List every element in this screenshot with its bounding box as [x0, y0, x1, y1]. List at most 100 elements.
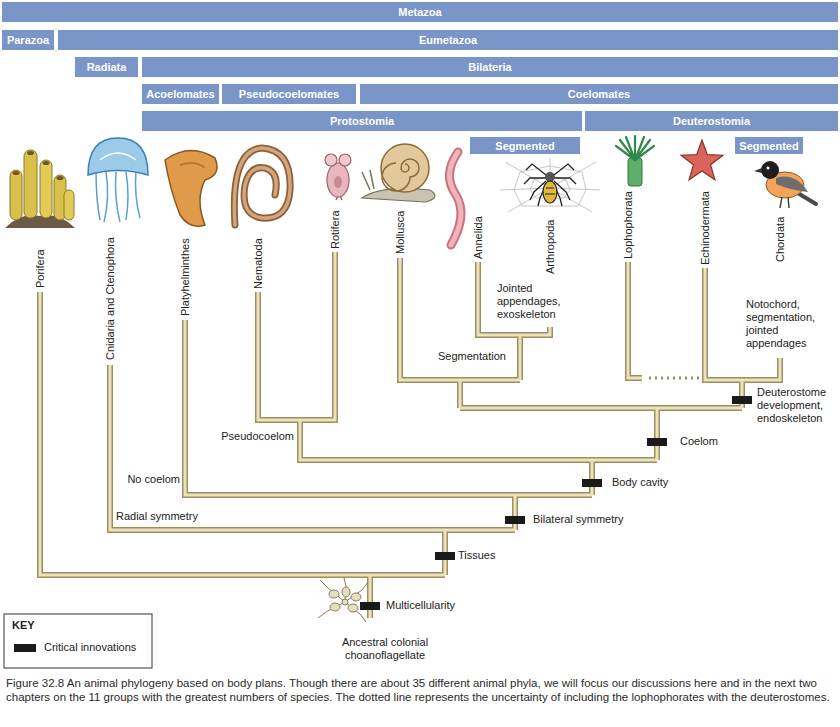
tree-outline-part [110, 365, 515, 530]
tree-fill-part [300, 420, 657, 460]
innovation-bar-part [505, 516, 525, 524]
jellyfish-illustration-part [96, 170, 140, 222]
choanoflagellate-illustration-part [318, 578, 368, 622]
legend-swatch [14, 644, 36, 652]
innovation-label: Body cavity [612, 476, 668, 489]
tree-fill-part [591, 460, 594, 495]
choanoflagellate-illustration-part [329, 587, 361, 612]
jellyfish-illustration-part [88, 138, 148, 175]
innovation-bar-part [582, 479, 602, 487]
tree-fill-part [514, 495, 517, 530]
bird-illustration-part [761, 161, 779, 179]
choanoflagellate-illustration-part-part [348, 604, 358, 612]
spider-illustration-part [500, 158, 600, 212]
tree-outline-part [517, 335, 523, 380]
trait-note: No coelom [118, 473, 180, 486]
jellyfish-illustration-part [100, 153, 136, 160]
taxon-band: Protostomia [142, 111, 582, 131]
phylum-name: Chordata [774, 217, 787, 262]
legend-text: Critical innovations [44, 641, 136, 654]
phylum-name: Porifera [34, 249, 47, 288]
taxon-band: Segmented [735, 137, 803, 154]
phylum-name: Lophophorata [622, 191, 635, 259]
band-label: Pseudocoelomates [239, 88, 339, 100]
snail-illustration [362, 144, 435, 202]
innovation-label: Deuterostome development, endoskeleton [757, 386, 837, 425]
tree-fill-part [519, 335, 522, 380]
flatworm-illustration [165, 150, 217, 226]
figure-caption: Figure 32.8 An animal phylogeny based on… [6, 676, 834, 704]
sponge-illustration-part [10, 170, 22, 220]
taxon-band: Segmented [470, 137, 580, 154]
innovation-bar-part [732, 396, 752, 404]
phylum-name: Rotifera [329, 210, 342, 249]
earthworm-illustration [449, 152, 460, 245]
spider-illustration-part [524, 164, 576, 206]
starfish-illustration-part [681, 140, 723, 180]
spider-illustration [500, 158, 600, 212]
lophophorate-illustration-part [616, 136, 654, 160]
choanoflagellate-illustration [318, 578, 368, 622]
trait-note: Pseudocoelom [214, 430, 294, 443]
taxon-band: Acoelomates [142, 84, 219, 104]
bird-illustration-part [780, 197, 789, 208]
tree-fill-part [40, 292, 445, 575]
phylum-name: Annelida [472, 216, 485, 259]
snail-illustration-part [362, 170, 374, 190]
band-label: Metazoa [398, 6, 441, 18]
dotted-branch [649, 377, 702, 380]
tree-outline-part [457, 380, 463, 408]
rotifer-illustration-part [325, 154, 337, 166]
taxon-band: Pseudocoelomates [222, 84, 356, 104]
taxon-band: Bilateria [142, 57, 838, 77]
band-label: Radiata [87, 61, 127, 73]
phylum-name: Platyhelminthes [179, 238, 192, 316]
tree-fill-part [459, 380, 462, 408]
spider-illustration-part [545, 188, 555, 194]
sponge-illustration-part [13, 171, 20, 175]
nematode-illustration [234, 148, 290, 225]
taxon-band: Parazoa [2, 30, 54, 50]
tree-fill-part [656, 408, 659, 460]
band-label: Acoelomates [146, 88, 214, 100]
choanoflagellate-illustration-part-part [330, 603, 340, 611]
band-label: Eumetazoa [419, 34, 477, 46]
flatworm-illustration-part [165, 150, 217, 226]
phylum-name: Echinodermata [699, 191, 712, 265]
innovation-bar-part [360, 602, 380, 610]
lophophorate-illustration [616, 136, 654, 186]
taxon-band: Deuterostomia [585, 111, 838, 131]
nematode-illustration-part [234, 148, 290, 225]
bird-illustration-part [754, 168, 762, 173]
phylum-name: Cnidaria and Ctenophora [104, 237, 117, 360]
taxon-band: Coelomates [360, 84, 838, 104]
band-label: Bilateria [468, 61, 511, 73]
sponge-illustration-part [43, 161, 50, 165]
bird-illustration-part [776, 177, 808, 192]
tree-fill-part [460, 407, 742, 410]
lophophorate-illustration-part [628, 158, 642, 186]
innovation-label: Tissues [458, 549, 496, 562]
choanoflagellate-illustration-part-part [329, 590, 339, 598]
bird-illustration-part [767, 167, 770, 170]
tree-outline-part [512, 495, 518, 530]
choanoflagellate-illustration-part-part [342, 599, 348, 605]
ancestor-label: Ancestral colonial choanoflagellate [320, 636, 450, 662]
rotifer-illustration-part [339, 154, 351, 166]
innovation-label: Segmentation [438, 350, 506, 363]
tree-outline [40, 252, 780, 618]
sponge-illustration-part [27, 151, 34, 155]
phylum-name: Mollusca [394, 211, 407, 254]
choanoflagellate-illustration-part-part [351, 593, 361, 601]
earthworm-illustration-part [449, 152, 460, 245]
innovation-label: Bilateral symmetry [533, 513, 623, 526]
spider-illustration-part [543, 181, 557, 203]
tree-outline-part [460, 405, 742, 411]
tree-fill-part [110, 365, 515, 530]
snail-illustration-part [382, 159, 419, 191]
earthworm-illustration-part [449, 152, 460, 245]
tree-outline-part [628, 262, 642, 378]
taxon-band: Eumetazoa [58, 30, 838, 50]
key-heading: KEY [12, 619, 35, 632]
